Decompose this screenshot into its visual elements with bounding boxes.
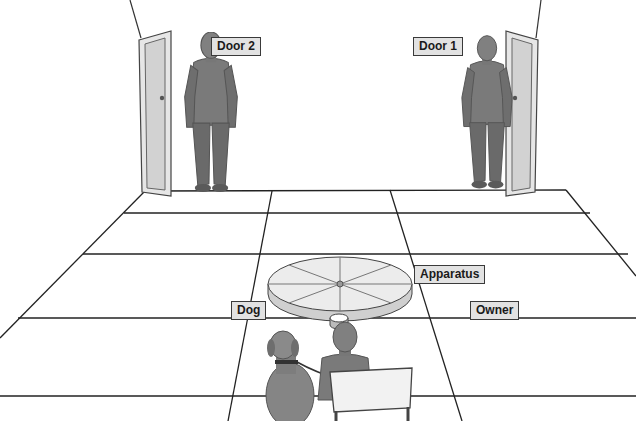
- dog: [266, 331, 314, 421]
- dog-collar: [275, 360, 298, 364]
- callout-label: Door 2: [211, 37, 261, 56]
- sector-line: [340, 284, 412, 285]
- apparatus: [268, 257, 412, 329]
- label-text: Door 2: [217, 39, 255, 54]
- grid-line: [228, 191, 272, 421]
- grid-line: [0, 191, 145, 338]
- callout-label: Apparatus: [414, 265, 485, 284]
- callout-label: Dog: [231, 301, 266, 320]
- apparatus-hub: [337, 281, 343, 287]
- sector-line: [340, 257, 341, 284]
- owner: [318, 322, 412, 421]
- dog-ear: [267, 339, 275, 357]
- sector-line: [340, 265, 391, 284]
- callout-label: Door 1: [413, 37, 463, 56]
- sector-line: [268, 284, 340, 285]
- walls: [130, 0, 541, 38]
- door-knob: [513, 96, 517, 100]
- label-text: Apparatus: [420, 267, 479, 282]
- sector-line: [289, 284, 340, 303]
- door-frame: [139, 31, 171, 196]
- wall-corner: [130, 0, 141, 38]
- grid-line: [83, 253, 628, 254]
- label-text: Owner: [476, 303, 513, 318]
- sector-line: [340, 284, 391, 303]
- label-text: Door 1: [419, 39, 457, 54]
- chair-leg: [335, 411, 338, 421]
- sector-line: [289, 265, 340, 284]
- wall-corner: [536, 0, 541, 38]
- chair-leg: [407, 407, 410, 421]
- food-bowl: [330, 314, 348, 322]
- apparatus-sectors: [268, 257, 412, 311]
- grid-line: [124, 212, 590, 213]
- door-2: [139, 31, 171, 196]
- label-text: Dog: [237, 303, 260, 318]
- door-knob: [160, 96, 164, 100]
- sector-line: [340, 284, 341, 311]
- owner-head: [333, 322, 357, 352]
- experimenter: [462, 36, 512, 189]
- door-panel: [512, 38, 532, 191]
- apparatus-top: [268, 257, 412, 311]
- chair-back: [330, 368, 412, 412]
- door-panel: [145, 38, 165, 190]
- dog-ear: [291, 339, 299, 357]
- floor-grid: [0, 190, 636, 421]
- callout-label: Owner: [470, 301, 519, 320]
- grid-line: [566, 190, 636, 276]
